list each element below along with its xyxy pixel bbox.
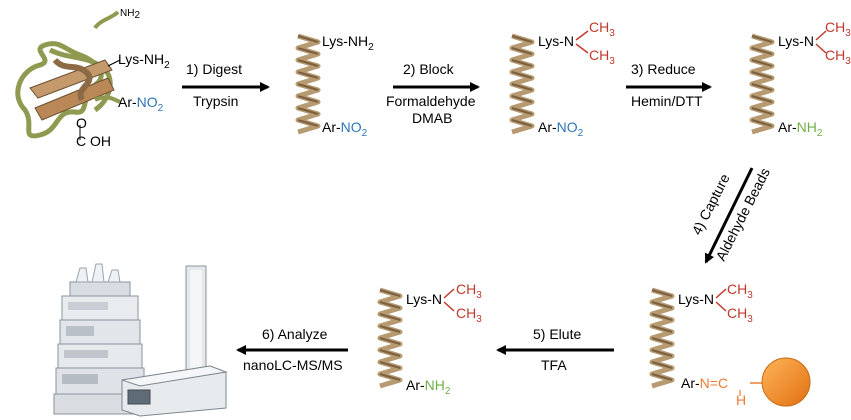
- peptide5-methyl-bond2: [443, 301, 455, 312]
- step1-label: 1) Digest: [186, 61, 242, 77]
- peptide4-methyl-bond2: [715, 301, 727, 312]
- peptide2-lys: Lys-N: [538, 33, 574, 49]
- peptide5-ar: Ar-NH2: [406, 377, 451, 397]
- carboxyl-o: O: [76, 115, 87, 131]
- peptide5-methyl-bond1: [443, 288, 455, 299]
- peptide2-methyl-bond2: [575, 43, 589, 54]
- aldehyde-bead: [761, 357, 811, 407]
- peptide5-lys: Lys-N: [406, 291, 442, 307]
- peptide4-ch3-top: CH3: [727, 281, 753, 301]
- peptide5-ch3-top: CH3: [456, 281, 482, 301]
- peptide3-ch3-bottom: CH3: [825, 47, 851, 67]
- step1-reagent: Trypsin: [193, 93, 238, 109]
- protein-lys-label: Lys-NH2: [118, 51, 170, 71]
- peptide2-ch3-top: CH3: [589, 19, 615, 39]
- peptide4-methyl-bond1: [715, 288, 727, 299]
- peptide5-helix: [380, 290, 400, 386]
- peptide3-helix: [752, 36, 772, 132]
- peptide4-imine-h: H: [736, 392, 746, 408]
- peptide3-ar: Ar-NH2: [778, 119, 823, 139]
- step5-reagent: TFA: [541, 357, 567, 373]
- peptide4-lys: Lys-N: [678, 291, 714, 307]
- protein-structure: [15, 10, 121, 140]
- peptide4-helix: [652, 290, 672, 386]
- peptide2-ch3-bottom: CH3: [589, 47, 615, 67]
- peptide1-helix: [298, 36, 318, 132]
- peptide1-lys: Lys-NH2: [322, 33, 374, 53]
- step3-label: 3) Reduce: [631, 61, 696, 77]
- protein-ar-label: Ar-NO2: [118, 94, 164, 114]
- peptide3-methyl-bond2: [815, 43, 827, 54]
- step2-reagent2: DMAB: [412, 110, 452, 126]
- step2-reagent: Formaldehyde: [386, 93, 476, 109]
- step4-arrow: [704, 167, 754, 264]
- peptide4-ch3-bottom: CH3: [727, 305, 753, 325]
- peptide5-ch3-bottom: CH3: [456, 305, 482, 325]
- carboxyl-oh: OH: [90, 133, 111, 149]
- peptide2-ar: Ar-NO2: [538, 119, 584, 139]
- protein-nh2-label: NH2: [120, 8, 140, 21]
- step3-reagent: Hemin/DTT: [631, 93, 703, 109]
- step6-label: 6) Analyze: [262, 326, 328, 342]
- peptide4-imine: Ar-N=C: [681, 375, 728, 391]
- peptide3-methyl-bond1: [815, 30, 827, 41]
- step5-label: 5) Elute: [533, 326, 581, 342]
- peptide2-methyl-bond1: [575, 30, 589, 41]
- step2-label: 2) Block: [403, 61, 455, 77]
- peptide3-lys: Lys-N: [778, 33, 814, 49]
- carboxyl-c: C: [76, 133, 86, 149]
- peptide1-ar: Ar-NO2: [322, 119, 368, 139]
- peptide2-helix: [512, 36, 532, 132]
- lc-ms-instrument-image: [53, 263, 228, 417]
- step6-reagent: nanoLC-MS/MS: [243, 357, 343, 373]
- peptide3-ch3-top: CH3: [825, 19, 851, 39]
